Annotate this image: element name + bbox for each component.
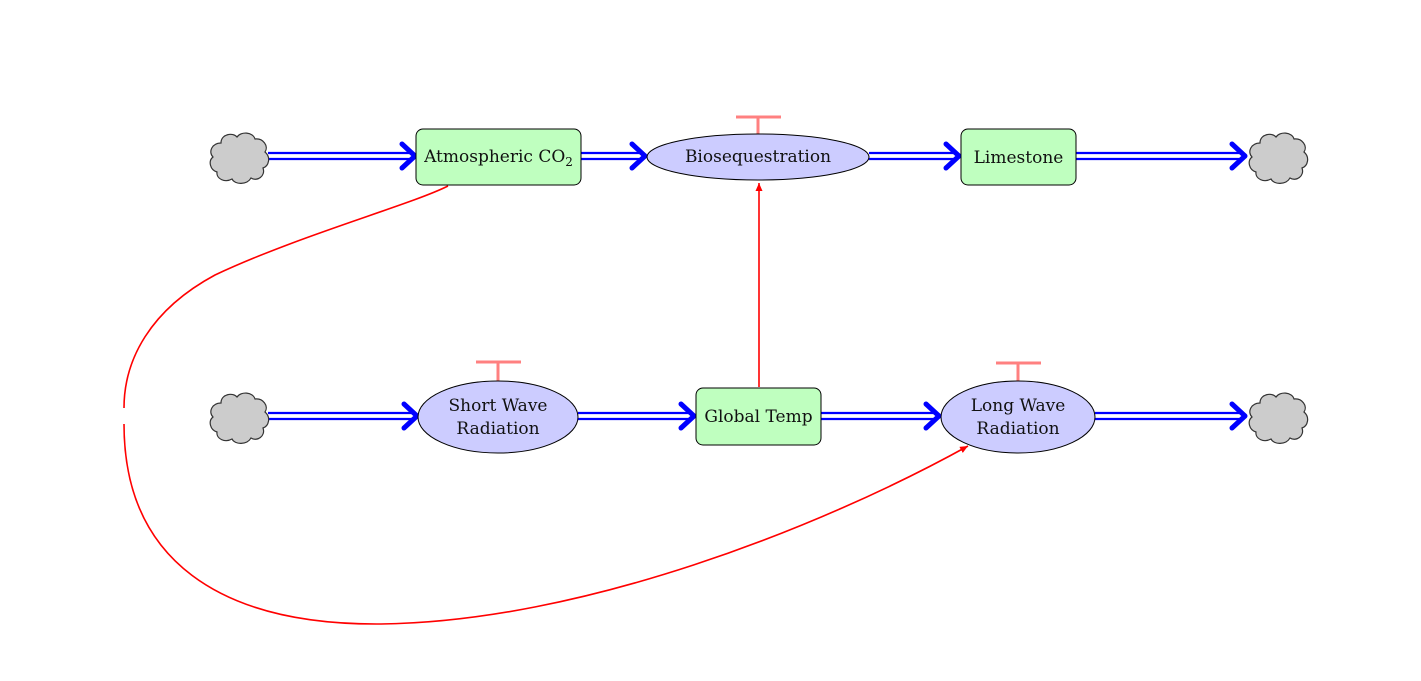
- stock-global-temp[interactable]: Global Temp: [695, 387, 822, 446]
- pipe-limestone-to-cloud: [1076, 141, 1248, 171]
- link-atmospheric-co2-to-long-wave-radiation-upper: [123, 185, 449, 409]
- flow-short-wave-radiation[interactable]: Short Wave Radiation: [417, 380, 579, 454]
- pipe-cloud-to-short-wave-radiation: [268, 401, 420, 431]
- flow-long-wave-radiation-line1: Long Wave: [971, 396, 1066, 416]
- valve-long-wave-radiation: [996, 361, 1041, 381]
- stock-atmospheric-co2-box: [415, 128, 582, 186]
- flow-long-wave-radiation[interactable]: Long Wave Radiation: [940, 380, 1096, 454]
- flow-short-wave-radiation-line1: Short Wave: [449, 396, 548, 416]
- valve-short-wave-radiation: [476, 360, 521, 381]
- pipe-cloud-to-atmospheric-co2: [268, 141, 418, 171]
- link-atmospheric-co2-to-long-wave-radiation-lower: [123, 423, 969, 625]
- stock-limestone[interactable]: Limestone: [960, 128, 1077, 186]
- stock-global-temp-label: Global Temp: [704, 407, 812, 427]
- flow-short-wave-radiation-line2: Radiation: [456, 419, 539, 439]
- stock-atmospheric-co2-label: Atmospheric CO2: [423, 147, 573, 169]
- flow-biosequestration-ellipse: [646, 133, 870, 181]
- flow-biosequestration-label: Biosequestration: [685, 147, 831, 167]
- pipe-biosequestration-to-limestone: [869, 141, 962, 171]
- valve-biosequestration: [736, 115, 781, 134]
- stock-limestone-label: Limestone: [974, 148, 1064, 168]
- flow-long-wave-radiation-ellipse: [940, 380, 1096, 454]
- cloud-source-bottom-icon: [209, 392, 270, 444]
- stock-atmospheric-co2[interactable]: Atmospheric CO2: [415, 128, 582, 186]
- flow-biosequestration[interactable]: Biosequestration: [646, 133, 870, 181]
- stock-global-temp-box: [695, 387, 822, 446]
- pipe-atmospheric-co2-to-biosequestration: [581, 141, 648, 171]
- stock-limestone-box: [960, 128, 1077, 186]
- flow-long-wave-radiation-line2: Radiation: [976, 419, 1059, 439]
- pipe-global-temp-to-long-wave-radiation: [821, 401, 942, 431]
- cloud-source-top-icon: [209, 132, 270, 184]
- cloud-sink-top-icon: [1248, 132, 1309, 184]
- pipe-long-wave-radiation-to-cloud: [1095, 401, 1248, 431]
- cloud-sink-bottom-icon: [1248, 392, 1309, 444]
- flow-short-wave-radiation-ellipse: [417, 380, 579, 454]
- pipe-short-wave-radiation-to-global-temp: [578, 401, 697, 431]
